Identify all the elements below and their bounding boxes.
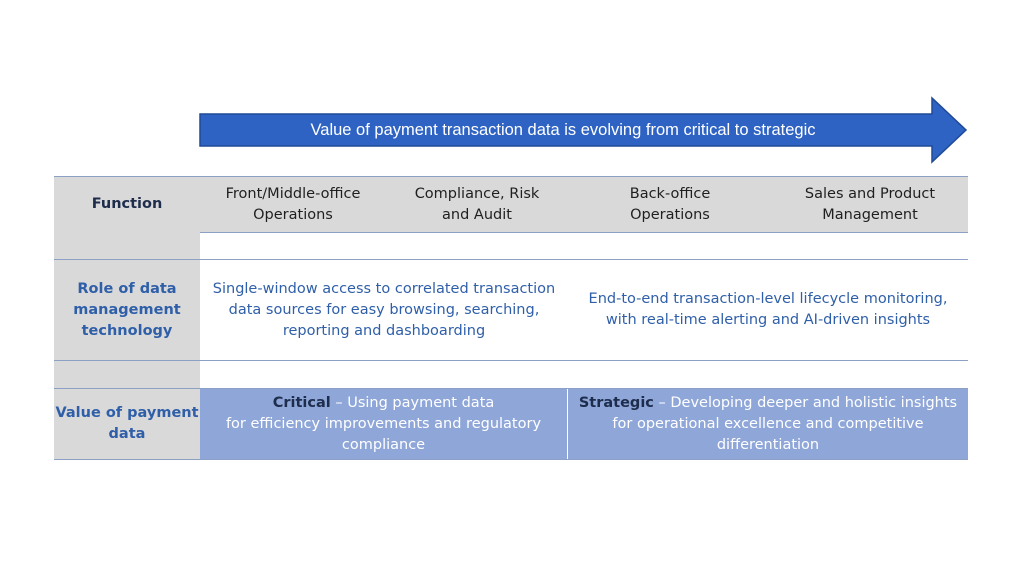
function-header: Function: [91, 196, 163, 212]
arrow-shape: [199, 96, 968, 164]
spacer-label-cell: [54, 361, 200, 388]
evolution-arrow: Value of payment transaction data is evo…: [198, 96, 968, 164]
value-strategic-text: Strategic – Developing deeper and holist…: [568, 389, 968, 459]
arrow-label: Value of payment transaction data is evo…: [310, 120, 816, 139]
critical-keyword: Critical: [272, 394, 331, 411]
role-right-text: End-to-end transaction-level lifecycle m…: [588, 291, 948, 328]
role-left-text: Single-window access to correlated trans…: [212, 280, 556, 339]
strategic-keyword: Strategic: [578, 394, 654, 411]
spacer-row: [54, 361, 968, 389]
spacer-row: [54, 232, 968, 260]
spacer-label-cell: [54, 232, 200, 259]
